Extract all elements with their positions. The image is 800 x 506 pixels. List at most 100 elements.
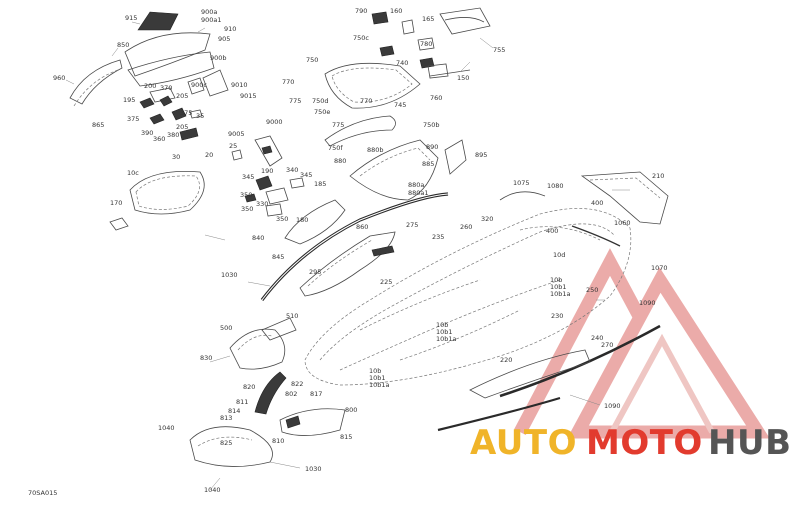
label-830: 830 [200,354,212,362]
label-885: 885 [422,160,434,168]
label-802: 802 [285,390,297,398]
label-760: 760 [430,94,442,102]
label-180: 180 [296,216,308,224]
part-895 [444,139,467,175]
label-1080: 1080 [547,182,564,190]
label-10b1a: 10b1a [550,290,571,298]
label-770b: 770 [360,97,372,105]
label-880a1: 880a1 [408,189,429,197]
label-1090a: 1090 [639,299,656,307]
label-195: 195 [123,96,135,104]
label-170: 170 [110,199,122,207]
label-9000: 9000 [266,118,283,126]
watermark-part-auto: AUTO [470,423,577,463]
label-880a: 880a [408,181,424,189]
label-1030a: 1030 [221,271,238,279]
leader-lines [65,21,630,491]
strip-750b [324,115,396,147]
watermark-wordmark: AUTO MOTO HUB [470,423,791,463]
label-320: 320 [481,215,493,223]
label-25: 25 [229,142,237,150]
label-900b: 900b [210,54,227,62]
glovebox-cover [137,11,179,31]
label-10b1-mid: 10b1 [436,328,453,336]
label-35: 35 [196,112,204,120]
console-750 [324,7,491,109]
label-880b: 880b [367,146,384,154]
label-860: 860 [356,223,368,231]
side-panel-860 [69,59,123,105]
label-375a: 375 [127,115,139,123]
label-895: 895 [475,151,487,159]
label-775a: 775 [289,97,301,105]
label-813: 813 [220,414,232,422]
part-510 [261,317,297,341]
label-750: 750 [306,56,318,64]
label-10d: 10d [553,251,565,259]
label-9005: 9005 [228,130,245,138]
label-900c: 900c [191,81,207,89]
label-160: 160 [390,7,402,15]
label-960: 960 [53,74,65,82]
label-900a1: 900a1 [201,16,222,24]
label-10b: 10b [550,276,562,284]
label-275: 275 [406,221,418,229]
label-350a: 350 [240,191,252,199]
label-850: 850 [117,41,129,49]
label-350b: 350 [241,205,253,213]
label-510: 510 [286,312,298,320]
label-375b: 375 [180,109,192,117]
panel-220 [469,349,591,399]
label-10b1a-mid: 10b1a [436,335,457,343]
glovebox-assembly [69,11,229,107]
label-260: 260 [460,223,472,231]
label-890: 890 [426,143,438,151]
label-865: 865 [92,121,104,129]
label-10b1-low: 10b1 [369,374,386,382]
label-190: 190 [261,167,273,175]
bumper-800 [279,408,346,436]
label-780: 780 [420,40,432,48]
rub-rail-upper [260,192,449,301]
label-165: 165 [422,15,434,23]
nose-assembly [189,317,346,467]
label-270: 270 [601,341,613,349]
part-labels: 915 900a 900a1 910 905 850 900b 960 865 … [28,7,668,497]
label-250: 250 [586,286,598,294]
label-815: 815 [340,433,352,441]
label-810: 810 [272,437,284,445]
glovebox-body [124,32,211,77]
label-1070: 1070 [651,264,668,272]
label-230: 230 [551,312,563,320]
label-10b-mid: 10b [436,321,448,329]
label-9015: 9015 [240,92,257,100]
watermark-part-hub: HUB [708,423,791,463]
label-330: 330 [256,200,268,208]
label-360: 360 [153,135,165,143]
label-240: 240 [591,334,603,342]
label-205b: 205 [176,123,188,131]
label-1090b: 1090 [604,402,621,410]
label-770a: 770 [282,78,294,86]
label-905: 905 [218,35,230,43]
label-20: 20 [205,151,213,159]
cover-755 [439,7,491,35]
part-170 [109,217,129,231]
label-10b-low: 10b [369,367,381,375]
label-811: 811 [236,398,248,406]
label-500: 500 [220,324,232,332]
fittings-cluster [244,175,305,217]
label-845: 845 [272,253,284,261]
label-185: 185 [314,180,326,188]
label-200: 200 [144,82,156,90]
label-750c: 750c [353,34,369,42]
label-775b: 775 [332,121,344,129]
hull-body [304,191,632,386]
fastener-cluster-left [139,95,203,141]
diagram-code: 70SA015 [28,489,57,497]
part-790 [371,11,389,25]
label-880: 880 [334,157,346,165]
label-820: 820 [243,383,255,391]
